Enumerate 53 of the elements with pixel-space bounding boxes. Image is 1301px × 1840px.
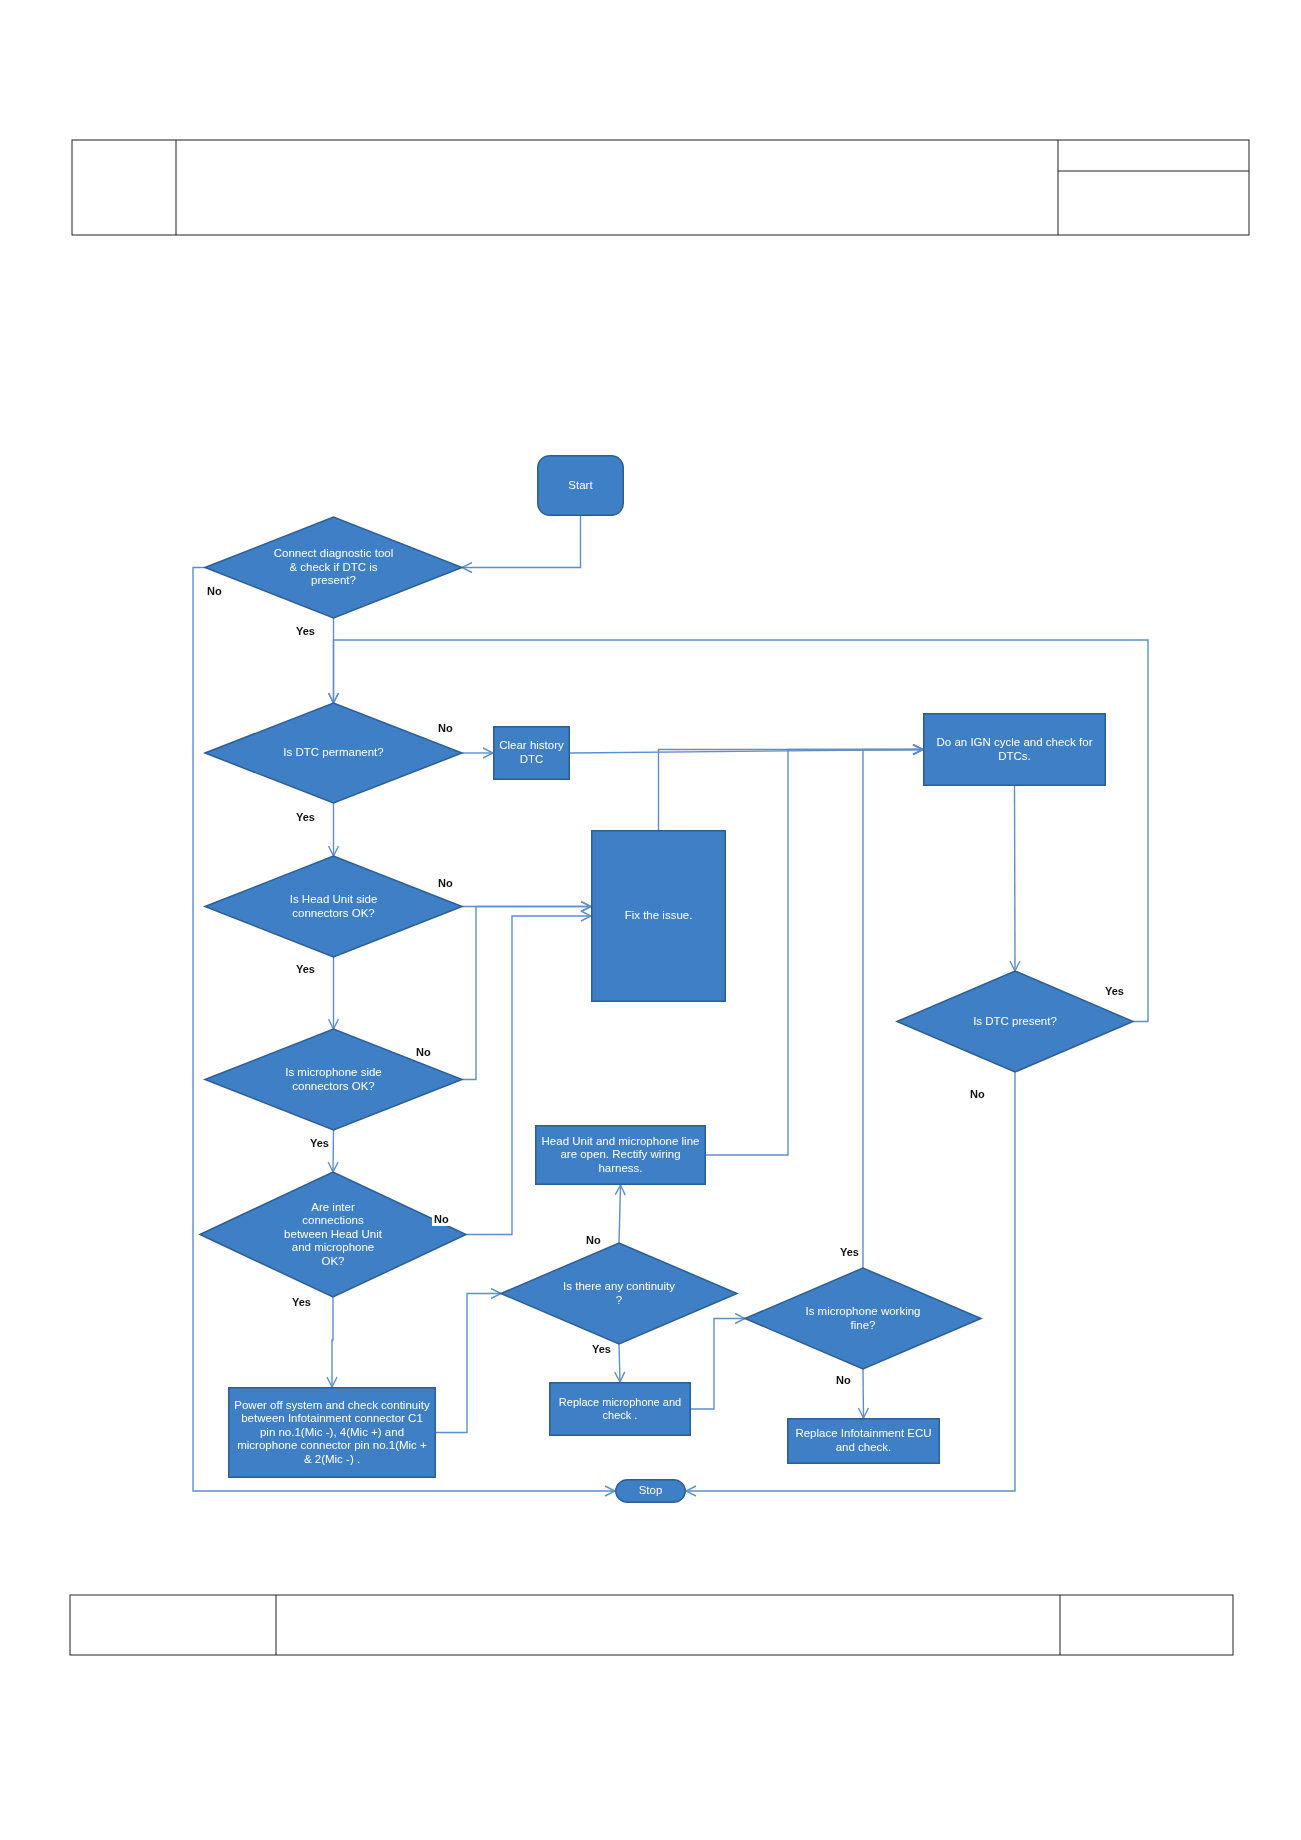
node-text: Replace microphone and check . (557, 1396, 683, 1422)
arrow (1009, 785, 1021, 972)
process-box (923, 713, 1106, 786)
node-text: Is microphone working fine? (804, 1304, 922, 1333)
node-text: Replace Infotainment ECU and check. (794, 1427, 933, 1455)
arrow (435, 1287, 502, 1434)
decision-diamond (205, 1029, 462, 1130)
edge-label: No (432, 1213, 451, 1227)
arrow (326, 1296, 338, 1388)
decision-diamond (205, 703, 462, 803)
node-text: Is there any continuity ? (562, 1279, 676, 1308)
process-box (493, 726, 570, 780)
process-box (787, 1418, 940, 1464)
decision-diamond (745, 1268, 981, 1369)
arrow (685, 1071, 1016, 1497)
node-text: Fix the issue. (623, 909, 694, 923)
arrow (614, 1343, 626, 1383)
node-text: Head Unit and microphone line are open. Rectify wiring harness. (540, 1134, 701, 1176)
node-text: Are inter connections between Head Unit and microphone OK? (283, 1200, 383, 1269)
process-box (549, 1382, 691, 1436)
node-text: Is DTC present? (972, 1014, 1058, 1029)
decision-diamond (205, 856, 462, 957)
arrow (857, 1368, 870, 1419)
terminal-box (537, 455, 624, 516)
arrow (461, 747, 494, 759)
node-text: Is microphone side connectors OK? (284, 1065, 383, 1094)
decision-diamond (200, 1172, 466, 1297)
process-box (228, 1387, 436, 1478)
node-text: Do an IGN cycle and check for DTCs. (935, 735, 1094, 764)
node-text: Power off system and check continuity between Infotainment connector C1 pin no.1(Mic -), 4(Mic +) and microphone connector pin no.1(Mic + & 2(Mic -) . (233, 1398, 431, 1467)
arrow (614, 1184, 626, 1244)
arrow (327, 802, 340, 857)
terminal-box (615, 1479, 686, 1503)
decision-diamond (205, 517, 462, 618)
arrow (327, 956, 340, 1030)
node-text: Start (567, 478, 594, 493)
arrow (690, 1312, 746, 1410)
process-box (535, 1125, 706, 1185)
arrow (327, 639, 1149, 1023)
node-text: Clear history DTC (498, 739, 565, 767)
decision-diamond (501, 1243, 737, 1344)
arrow (327, 1129, 339, 1173)
decision-diamond (897, 971, 1133, 1072)
arrow (461, 515, 582, 574)
process-box (591, 830, 726, 1002)
node-text: Is Head Unit side connectors OK? (288, 892, 379, 921)
arrow (862, 743, 924, 1269)
node-text: Stop (637, 1484, 664, 1498)
node-text: Connect diagnostic tool & check if DTC is present? (273, 547, 394, 588)
node-text: Is DTC permanent? (282, 746, 385, 760)
arrow (461, 900, 592, 1081)
arrow (465, 910, 592, 1236)
arrow (192, 566, 616, 1497)
